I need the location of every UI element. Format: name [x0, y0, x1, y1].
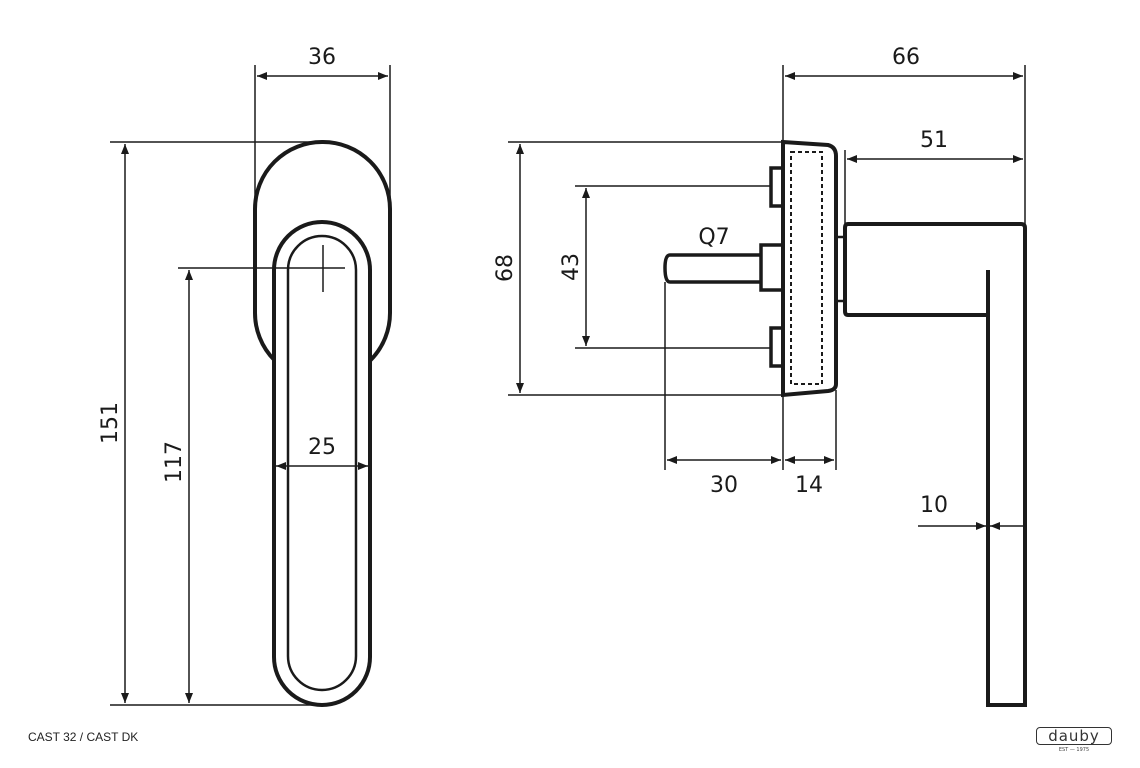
product-caption: CAST 32 / CAST DK — [28, 730, 139, 744]
rosette-cavity — [790, 151, 823, 385]
dim-lever-thickness: 10 — [920, 493, 948, 518]
dim-rosette-height: 68 — [493, 254, 518, 282]
dim-spindle-to-bottom: 117 — [162, 441, 187, 483]
logo-tagline: EST — 1975 — [1058, 747, 1090, 753]
dim-lever-width: 25 — [308, 435, 336, 460]
dim-total-height: 151 — [98, 402, 123, 444]
dim-spindle: Q7 — [698, 225, 729, 250]
front-view — [253, 140, 392, 707]
front-dimension-lines — [110, 65, 391, 706]
spindle — [663, 253, 761, 284]
dim-lever-projection: 51 — [920, 128, 948, 153]
logo-wordmark: dauby — [1036, 727, 1112, 745]
spindle-base — [759, 243, 785, 292]
dim-screw-spacing: 43 — [559, 253, 584, 281]
dim-rosette-width: 36 — [308, 45, 336, 70]
dim-rosette-depth: 14 — [795, 473, 823, 498]
lever-side — [843, 222, 1027, 707]
brand-logo: dauby EST — 1975 — [1036, 727, 1112, 753]
side-dimension-lines — [508, 65, 1026, 530]
dim-total-depth: 66 — [892, 45, 920, 70]
dim-spindle-length: 30 — [710, 473, 738, 498]
